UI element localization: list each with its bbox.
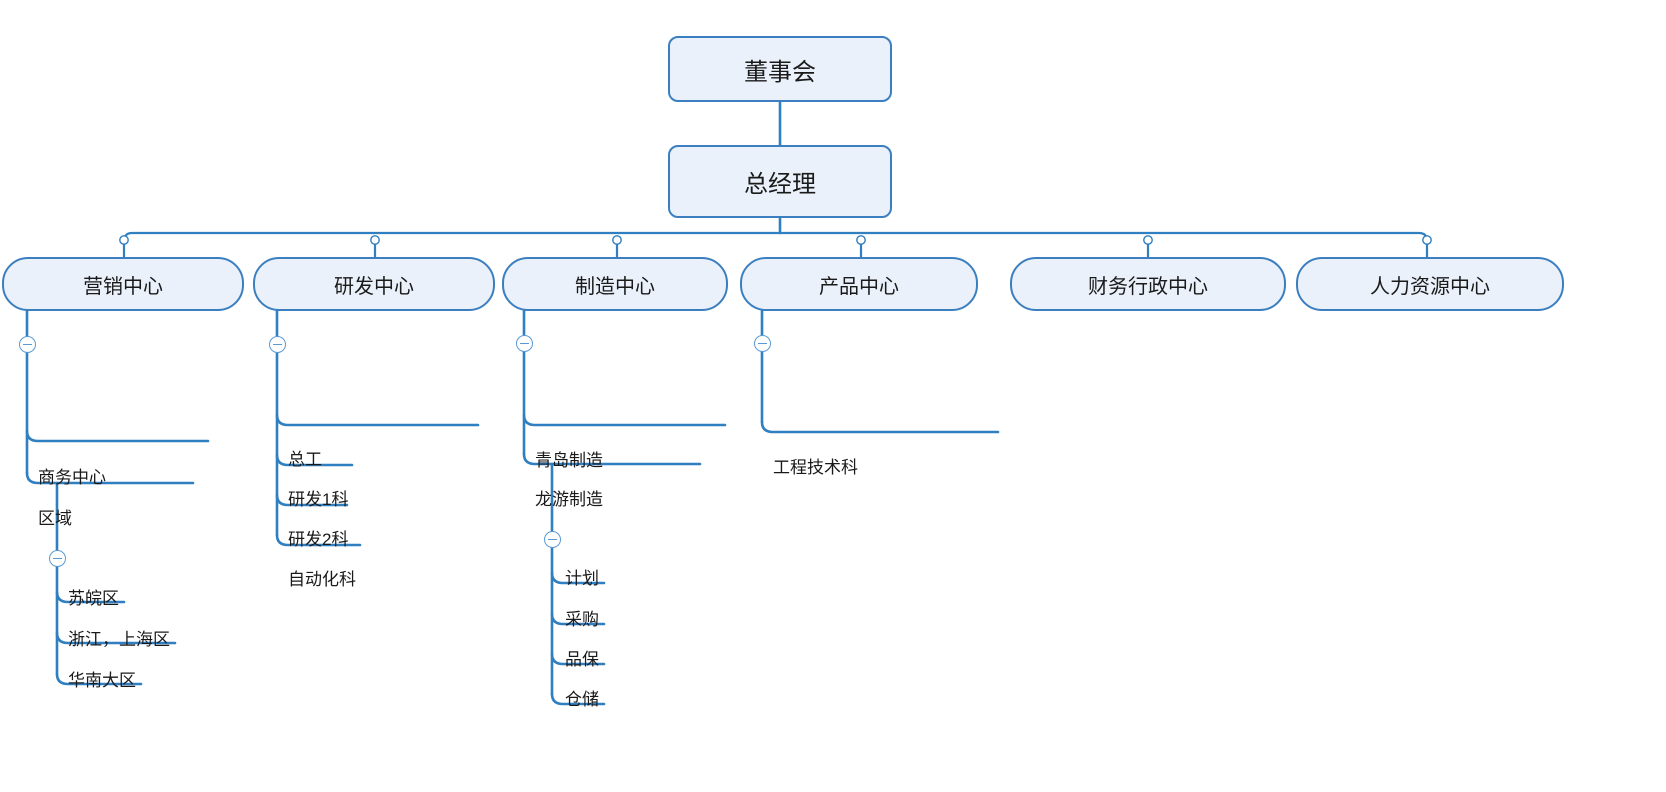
connector <box>55 590 126 604</box>
connector-dot <box>856 235 866 245</box>
connector <box>275 413 480 427</box>
minus-icon[interactable] <box>515 334 533 352</box>
org-node-label: 制造中心 <box>575 275 655 298</box>
org-node-label: 研发中心 <box>334 275 414 298</box>
org-node-leaf[interactable]: 总工 <box>288 450 322 469</box>
connector-dot <box>1143 235 1153 245</box>
connector <box>550 692 606 706</box>
org-node-leaf[interactable]: 华南大区 <box>68 671 136 690</box>
minus-icon[interactable] <box>543 530 561 548</box>
org-node-leaf[interactable]: 龙游制造 <box>535 490 603 509</box>
connector <box>522 452 702 466</box>
org-node-label: 总经理 <box>744 171 816 198</box>
org-node-leaf[interactable]: 商务中心 <box>38 468 106 487</box>
org-node-board[interactable]: 董事会 <box>668 36 892 102</box>
minus-icon[interactable] <box>268 335 286 353</box>
org-node-leaf[interactable]: 浙江，上海区 <box>68 630 170 649</box>
connector <box>550 571 606 585</box>
connector <box>550 612 606 626</box>
connector <box>25 429 210 443</box>
connector <box>55 672 143 686</box>
org-node-label: 营销中心 <box>83 275 163 298</box>
connector <box>522 413 727 427</box>
connector-dot <box>370 235 380 245</box>
org-node-department[interactable]: 研发中心 <box>253 257 495 311</box>
org-node-leaf[interactable]: 研发2科 <box>288 530 349 549</box>
org-node-label: 财务行政中心 <box>1088 275 1208 298</box>
org-node-leaf[interactable]: 品保 <box>565 650 599 669</box>
connector <box>760 420 1000 434</box>
org-node-label: 董事会 <box>744 58 816 86</box>
connector-dot <box>1422 235 1432 245</box>
connector <box>55 631 177 645</box>
connector <box>25 471 195 485</box>
org-node-label: 人力资源中心 <box>1370 275 1490 298</box>
org-node-label: 产品中心 <box>819 275 899 298</box>
connector <box>275 453 354 467</box>
org-node-leaf[interactable]: 区域 <box>38 509 72 528</box>
org-node-department[interactable]: 产品中心 <box>740 257 978 311</box>
org-node-department[interactable]: 营销中心 <box>2 257 244 311</box>
minus-icon[interactable] <box>18 335 36 353</box>
org-node-leaf[interactable]: 计划 <box>565 569 599 588</box>
org-node-leaf[interactable]: 苏皖区 <box>68 589 119 608</box>
connector <box>550 652 606 666</box>
connector-dot <box>119 235 129 245</box>
org-node-leaf[interactable]: 仓储 <box>565 690 599 709</box>
org-node-department[interactable]: 制造中心 <box>502 257 728 311</box>
org-node-leaf[interactable]: 青岛制造 <box>535 451 603 470</box>
org-node-general-manager[interactable]: 总经理 <box>668 145 892 218</box>
connector <box>275 533 362 547</box>
org-node-leaf[interactable]: 工程技术科 <box>773 458 858 477</box>
minus-icon[interactable] <box>753 334 771 352</box>
org-node-leaf[interactable]: 研发1科 <box>288 490 349 509</box>
org-node-department[interactable]: 财务行政中心 <box>1010 257 1286 311</box>
connector <box>122 231 1429 243</box>
org-node-department[interactable]: 人力资源中心 <box>1296 257 1564 311</box>
minus-icon[interactable] <box>48 549 66 567</box>
connector-dot <box>612 235 622 245</box>
org-node-leaf[interactable]: 自动化科 <box>288 570 356 589</box>
org-node-leaf[interactable]: 采购 <box>565 610 599 629</box>
connector <box>275 493 349 507</box>
